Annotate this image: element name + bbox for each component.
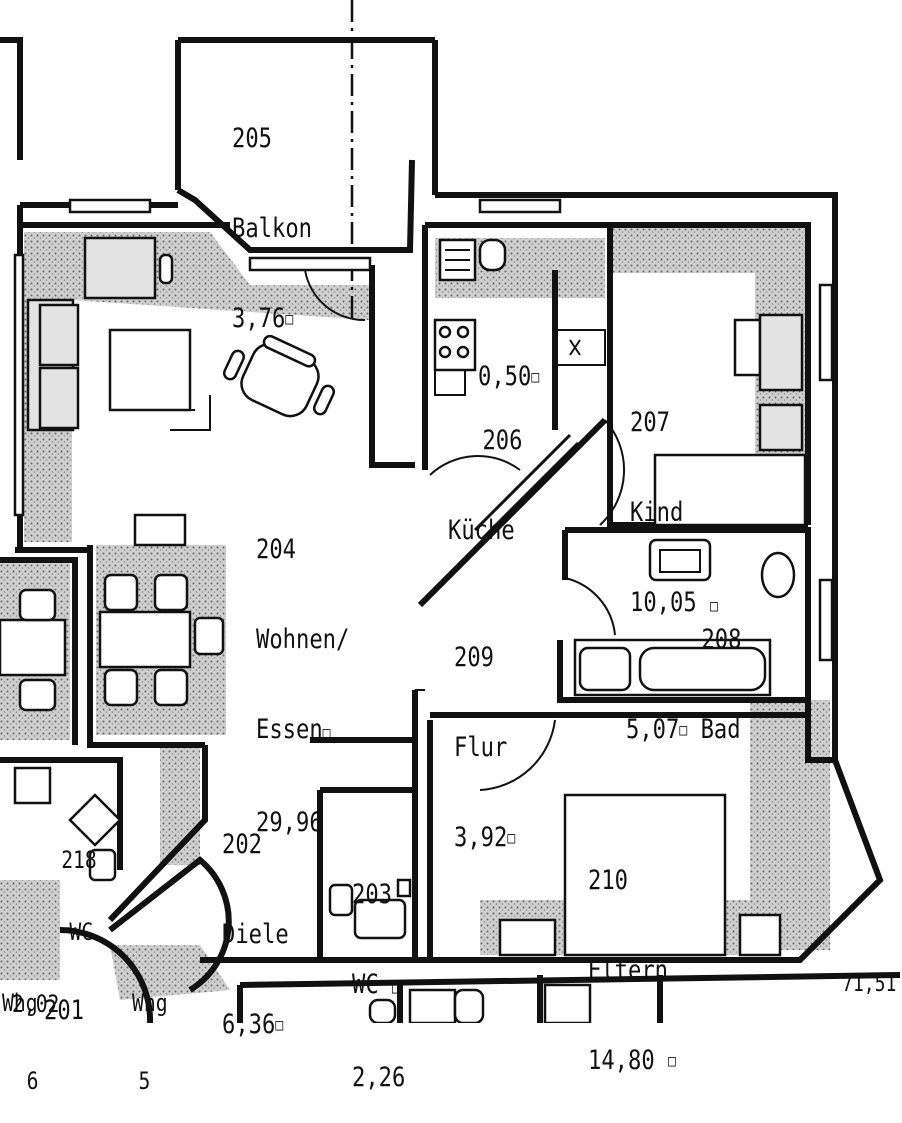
room-number: 202	[222, 829, 263, 860]
room-label-kind: 207 Kind 10,05 □	[630, 348, 718, 651]
unit-name: Whg	[132, 989, 168, 1017]
unit-name: Whg	[2, 989, 38, 1017]
room-name: Küche	[448, 515, 515, 546]
windows	[13, 198, 834, 662]
room-number: 210	[588, 865, 629, 896]
room-label-bad: 208 5,07□ Bad	[626, 565, 741, 775]
room-number: 203	[352, 879, 393, 910]
unit-number: 5	[138, 1067, 151, 1095]
room-area: 2,26	[352, 1062, 406, 1093]
neighbor-label-218: 218 WC 2,02	[12, 800, 97, 1040]
room-name: Flur	[454, 732, 508, 763]
area-mark-icon: □	[507, 828, 516, 847]
room-number: 207	[630, 407, 671, 438]
floor-plan	[0, 0, 901, 1023]
room-name: WC	[69, 918, 94, 946]
room-number: 206	[482, 425, 523, 456]
room-number: 209	[454, 642, 495, 673]
room-area: 5,07	[626, 714, 680, 745]
room-area: 6,36	[222, 1009, 276, 1040]
room-area: 2,02	[12, 990, 60, 1018]
unit-number: 6	[26, 1067, 39, 1095]
area-mark-icon: □	[679, 720, 688, 739]
room-label-eltern: 210 Eltern 14,80 □	[588, 806, 676, 1106]
room-name: Diele	[222, 919, 289, 950]
room-area: 10,05	[630, 587, 697, 618]
room-number-201: 201	[44, 995, 85, 1026]
room-label-kueche-name: 206 Küche	[448, 366, 522, 576]
doors	[304, 269, 626, 791]
room-label-flur: 209 Flur 3,92□	[454, 583, 515, 883]
room-name: Bad	[700, 714, 741, 745]
area-mark-icon: □	[392, 978, 400, 997]
room-area: 3,76	[232, 303, 286, 334]
room-name: Eltern	[588, 955, 668, 986]
furniture	[0, 236, 807, 1023]
area-mark-icon: □	[322, 723, 331, 742]
room-number: 218	[61, 846, 97, 874]
room-label-balkon: 205 Balkon 3,76□	[232, 64, 312, 364]
area-mark-icon: □	[275, 1015, 284, 1034]
room-name: Kind	[630, 497, 684, 528]
room-area: 3,92	[454, 822, 508, 853]
room-number: 204	[256, 534, 297, 565]
room-number: 205	[232, 123, 273, 154]
area-mark-icon: □	[531, 367, 540, 386]
area-mark-icon: □	[285, 309, 294, 328]
room-number: 208	[701, 624, 742, 655]
room-name: Wohnen/	[256, 624, 350, 655]
neighbor-label-whg5: Whg 5	[132, 938, 168, 1120]
room-name: WC	[352, 969, 379, 1000]
room-area: 0,50	[478, 361, 532, 392]
room-label-wohnen: 204 Wohnen/ Essen□ 29,96	[256, 475, 349, 868]
area-mark-icon: □	[667, 1051, 676, 1070]
area-mark-icon: □	[709, 596, 718, 615]
neighbor-label-whg6: Whg 6	[2, 938, 38, 1120]
room-label-diele: 202 Diele 6,36□	[222, 770, 289, 1070]
dimension-label: 71,51	[842, 972, 897, 997]
room-label-wc: 203 WC □ 2,26	[352, 820, 405, 1123]
room-label-kueche: 0,50□	[478, 302, 539, 422]
room-area: 14,80	[588, 1045, 655, 1076]
room-name: Balkon	[232, 213, 312, 244]
room-name-2: Essen	[256, 714, 323, 745]
room-area: 29,96	[256, 807, 323, 838]
